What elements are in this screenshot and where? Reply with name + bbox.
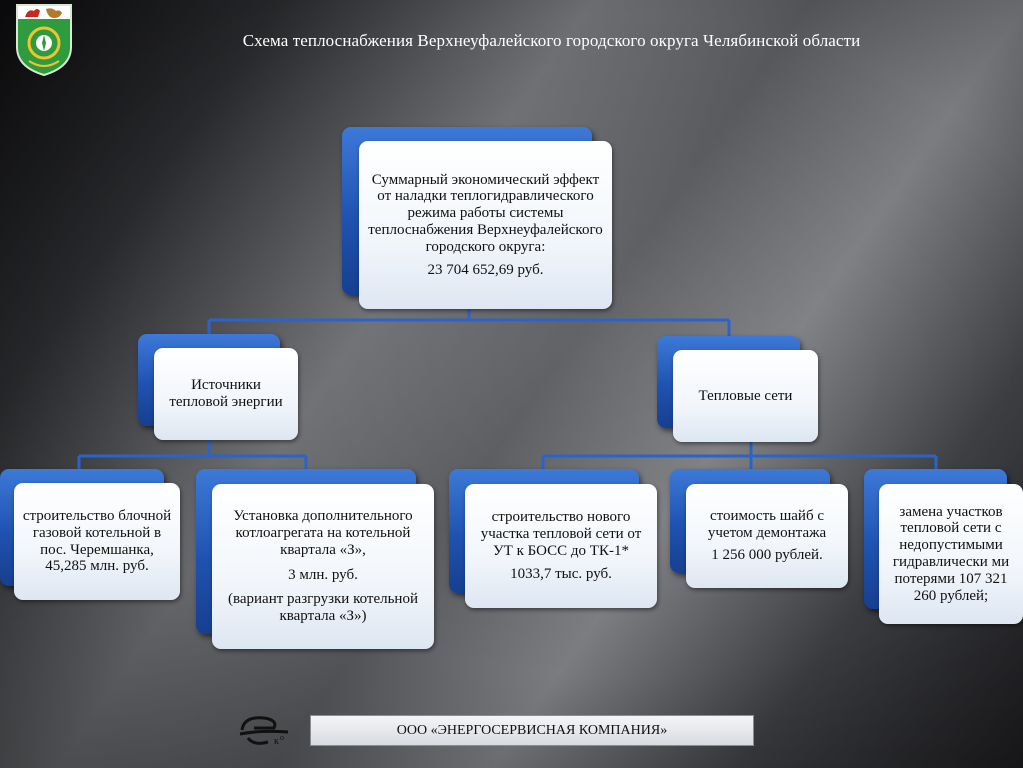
company-banner: ООО «ЭНЕРГОСЕРВИСНАЯ КОМПАНИЯ» <box>310 715 754 746</box>
svg-text:о: о <box>280 733 284 742</box>
washers-text: стоимость шайб с учетом демонтажа <box>707 507 827 541</box>
ek-logo-icon: к о <box>239 716 289 747</box>
root-node: Суммарный экономический эффект от наладк… <box>342 127 612 309</box>
boiler-unit-note: (вариант разгрузки котельной квартала «З… <box>227 591 418 625</box>
replacement-node: замена участков тепловой сети с недопуст… <box>864 469 1023 624</box>
washers-value: 1 256 000 рублей. <box>711 547 823 564</box>
boiler-unit-value: 3 млн. руб. <box>288 566 358 583</box>
washers-node: стоимость шайб с учетом демонтажа 1 256 … <box>670 469 848 588</box>
networks-label: Тепловые сети <box>698 387 793 404</box>
new-network-value: 1033,7 тыс. руб. <box>510 565 612 582</box>
company-name: ООО «ЭНЕРГОСЕРВИСНАЯ КОМПАНИЯ» <box>396 722 668 738</box>
svg-text:к: к <box>274 736 279 747</box>
root-description: Суммарный экономический эффект от наладк… <box>368 171 603 255</box>
sources-node: Источники тепловой энергии <box>138 334 298 440</box>
networks-node: Тепловые сети <box>657 336 818 442</box>
page-title: Схема теплоснабжения Верхнеуфалейского г… <box>242 31 861 50</box>
root-value: 23 704 652,69 руб. <box>427 261 544 278</box>
boiler-unit-node: Установка дополнительного котлоагрегата … <box>196 469 434 649</box>
gas-boiler-text: строительство блочной газовой котельной … <box>22 507 172 575</box>
new-network-text: строительство нового участка тепловой се… <box>480 509 642 559</box>
new-network-node: строительство нового участка тепловой се… <box>449 469 657 608</box>
sources-label: Источники тепловой энергии <box>169 377 283 410</box>
boiler-unit-text: Установка дополнительного котлоагрегата … <box>233 508 413 558</box>
coat-of-arms-icon <box>16 4 72 77</box>
replacement-text: замена участков тепловой сети с недопуст… <box>892 503 1010 604</box>
gas-boiler-node: строительство блочной газовой котельной … <box>0 469 180 600</box>
